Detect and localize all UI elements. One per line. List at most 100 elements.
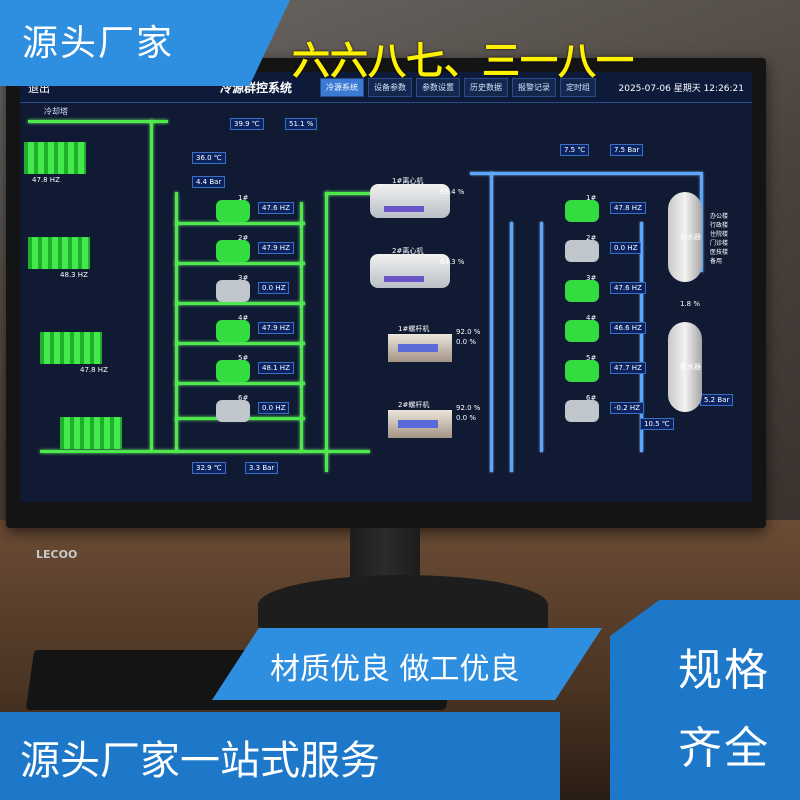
pump-frequency: 0.0 HZ: [258, 282, 290, 294]
pipe: [40, 450, 370, 453]
chiller-load-2: 0.0 %: [456, 338, 477, 346]
chiller-load: 65.4 %: [440, 188, 465, 196]
pump-name: 2#: [586, 234, 597, 242]
tab-schedule[interactable]: 定时组: [560, 78, 596, 97]
cw-return-temp: 36.0 ℃: [192, 152, 226, 164]
right-pump-5[interactable]: [565, 360, 599, 382]
pump-frequency: 46.6 HZ: [610, 322, 646, 334]
chw-supply-temp: 7.5 ℃: [560, 144, 590, 156]
left-pump-6[interactable]: [216, 400, 250, 422]
pipe: [150, 120, 153, 450]
chiller-name: 2#螺杆机: [398, 401, 430, 409]
pump-name: 1#: [238, 194, 249, 202]
pump-name: 4#: [586, 314, 597, 322]
scada-screen: 退出 冷源群控系统 冷源系统 设备参数 参数设置 历史数据 报警记录 定时组 2…: [20, 72, 752, 502]
branch-item: 医技楼: [710, 249, 729, 256]
pipe: [175, 222, 305, 225]
monitor-brand-logo: LECOO: [36, 548, 78, 561]
chiller-load: 92.0 %: [456, 404, 481, 412]
cw-supply-pressure: 3.3 Bar: [245, 462, 279, 474]
cw-return-pressure: 4.4 Bar: [192, 176, 226, 188]
pipe: [175, 262, 305, 265]
top-left-banner: 源头厂家: [0, 0, 290, 86]
chiller-load: 64.3 %: [440, 258, 465, 266]
left-pump-1[interactable]: [216, 200, 250, 222]
branch-list: 办公楼 行政楼 住院楼 门诊楼 医技楼 备用: [710, 212, 728, 266]
cooling-tower: [28, 237, 90, 269]
screw-chiller-1[interactable]: [388, 334, 452, 362]
screw-chiller-2[interactable]: [388, 410, 452, 438]
pump-frequency: 47.6 HZ: [610, 282, 646, 294]
left-pump-4[interactable]: [216, 320, 250, 342]
pump-frequency: -0.2 HZ: [610, 402, 644, 414]
date: 2025-07-06: [618, 84, 671, 94]
chiller-name: 1#螺杆机: [398, 325, 430, 333]
tower-freq: 47.8 HZ: [32, 176, 60, 184]
pump-name: 2#: [238, 234, 249, 242]
centrifugal-chiller-2[interactable]: [370, 254, 450, 288]
pipe: [175, 302, 305, 305]
bottom-banner-text: 源头厂家一站式服务: [20, 738, 380, 784]
pipe: [28, 120, 168, 123]
left-pump-3[interactable]: [216, 280, 250, 302]
quality-tag: 材质优良 做工优良: [212, 628, 602, 700]
chiller-load: 92.0 %: [456, 328, 481, 336]
branch-item: 办公楼: [710, 213, 729, 220]
cooling-tower: [24, 142, 86, 174]
pump-frequency: 0.0 HZ: [610, 242, 642, 254]
tab-device-params[interactable]: 设备参数: [368, 78, 412, 97]
pipe: [175, 342, 305, 345]
branch-item: 备用: [710, 258, 723, 265]
outdoor-humidity: 51.1 %: [285, 118, 318, 130]
tower-freq: 48.3 HZ: [60, 271, 88, 279]
branch-item: 住院楼: [710, 231, 729, 238]
centrifugal-chiller-1[interactable]: [370, 184, 450, 218]
chiller-load-2: 0.0 %: [456, 414, 477, 422]
right-pump-2[interactable]: [565, 240, 599, 262]
right-pump-4[interactable]: [565, 320, 599, 342]
pump-name: 1#: [586, 194, 597, 202]
right-pump-6[interactable]: [565, 400, 599, 422]
right-pump-3[interactable]: [565, 280, 599, 302]
chw-return-pressure: 5.2 Bar: [700, 394, 734, 406]
cooling-tower: [60, 417, 122, 449]
monitor-base: [258, 575, 548, 635]
top-left-text: 源头厂家: [22, 23, 175, 64]
pump-name: 6#: [586, 394, 597, 402]
left-pump-5[interactable]: [216, 360, 250, 382]
right-pump-1[interactable]: [565, 200, 599, 222]
tab-alarms[interactable]: 报警记录: [512, 78, 556, 97]
tank-label: 分水器: [680, 233, 701, 241]
pipe: [175, 382, 305, 385]
left-pump-2[interactable]: [216, 240, 250, 262]
pump-name: 5#: [238, 354, 249, 362]
bypass-value: 1.8 %: [680, 300, 701, 308]
tab-cold-source[interactable]: 冷源系统: [320, 78, 364, 97]
pipe: [325, 192, 385, 195]
tab-param-settings[interactable]: 参数设置: [416, 78, 460, 97]
pump-name: 4#: [238, 314, 249, 322]
monitor: 退出 冷源群控系统 冷源系统 设备参数 参数设置 历史数据 报警记录 定时组 2…: [6, 58, 766, 561]
cooling-tower-label: 冷却塔: [44, 107, 68, 116]
distributor-tank: [668, 192, 702, 282]
pipe: [540, 222, 543, 452]
quality-tag-text: 材质优良 做工优良: [270, 652, 520, 687]
chw-supply-pressure: 7.5 Bar: [610, 144, 644, 156]
chiller-name: 1#离心机: [392, 177, 424, 185]
pipe: [470, 172, 700, 175]
pump-name: 6#: [238, 394, 249, 402]
pump-name: 3#: [238, 274, 249, 282]
pump-frequency: 47.9 HZ: [258, 242, 294, 254]
bottom-banner: 源头厂家一站式服务: [0, 712, 560, 800]
pump-frequency: 48.1 HZ: [258, 362, 294, 374]
pump-frequency: 0.0 HZ: [258, 402, 290, 414]
cooling-tower: [40, 332, 102, 364]
datetime: 2025-07-06 星期天 12:26:21: [619, 81, 745, 94]
spec-line-2: 齐全: [678, 723, 770, 774]
nav-tabs: 冷源系统 设备参数 参数设置 历史数据 报警记录 定时组: [320, 78, 596, 97]
pipe: [175, 192, 178, 452]
headline-text: 六六八七、三一八一: [292, 39, 635, 83]
pipe: [510, 222, 513, 472]
branch-item: 门诊楼: [710, 240, 729, 247]
tab-history[interactable]: 历史数据: [464, 78, 508, 97]
